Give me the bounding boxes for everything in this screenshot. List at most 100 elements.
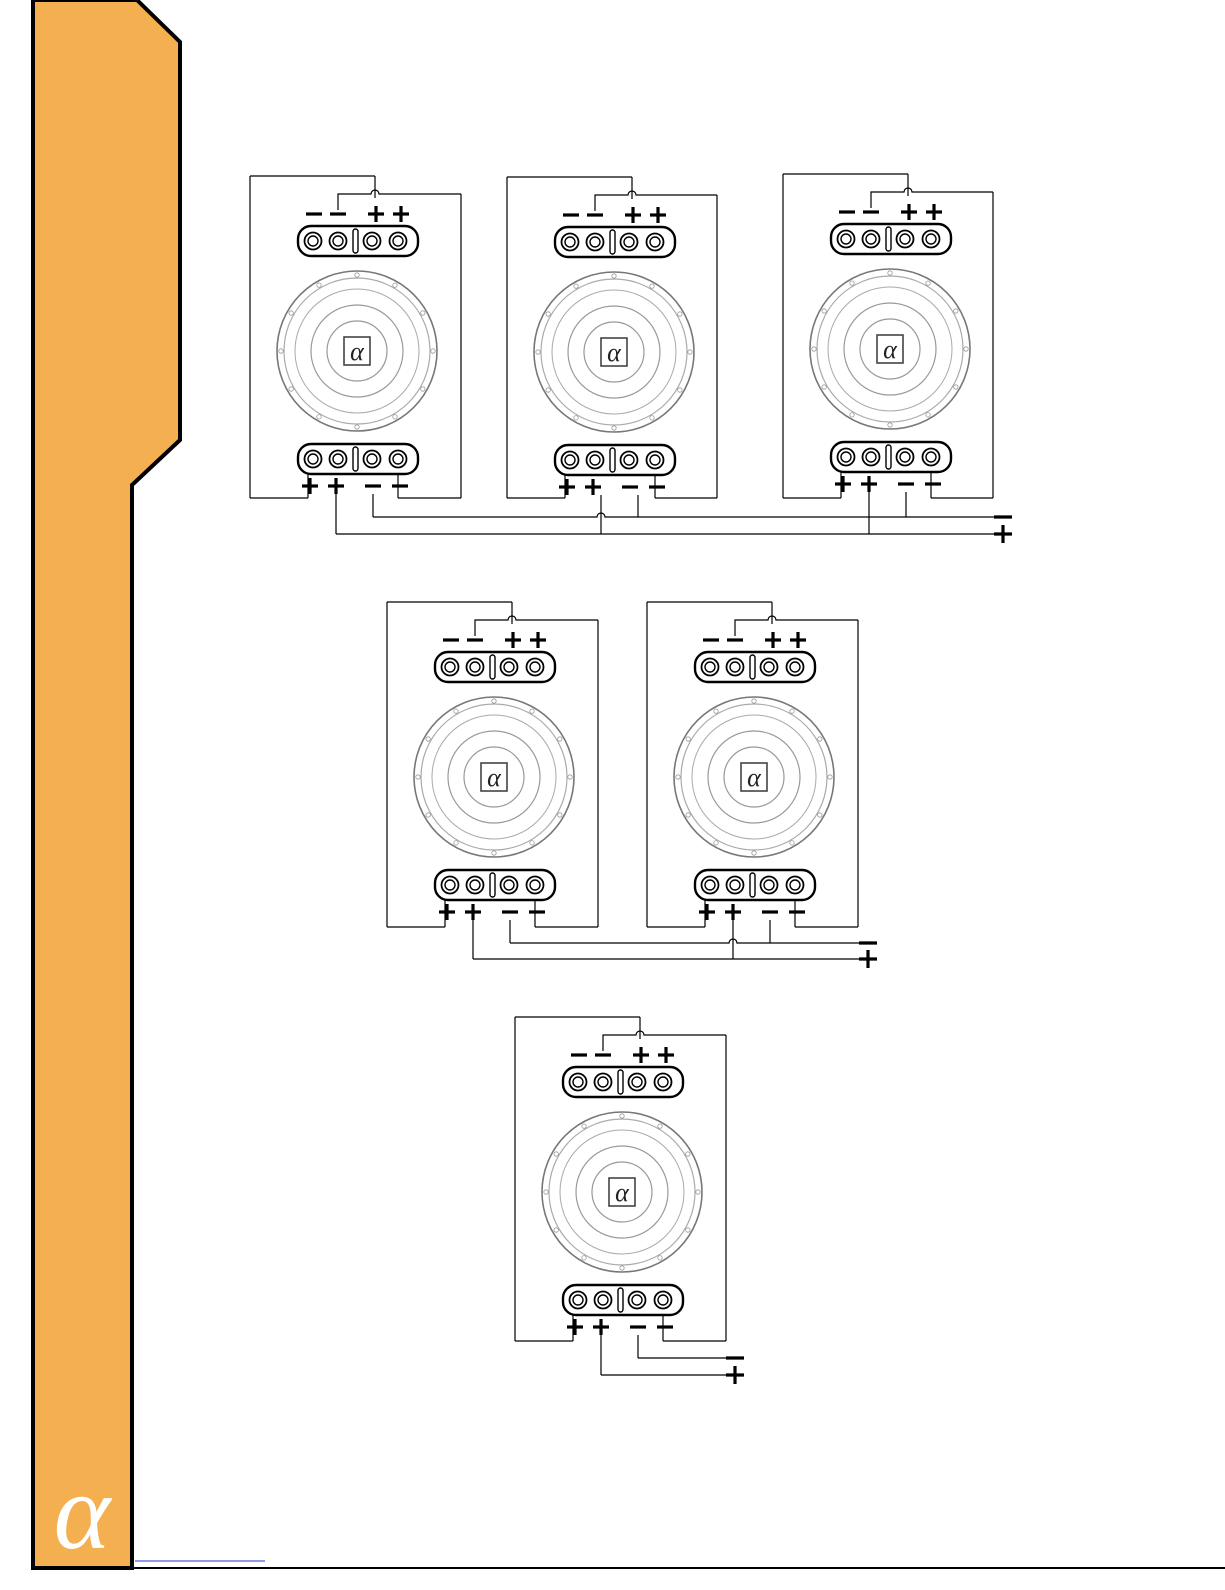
terminal-post-inner	[573, 1077, 583, 1087]
subwoofer-icon: α	[810, 269, 970, 429]
terminal-post-inner	[926, 234, 936, 244]
terminal-post-inner	[650, 237, 660, 247]
plus-sign-icon	[439, 904, 455, 920]
terminal-divider	[750, 873, 755, 897]
terminal-post-inner	[573, 1295, 583, 1305]
plus-sign-icon	[302, 478, 318, 494]
diagram-three-woofers: ααα	[250, 174, 1012, 543]
terminal-post-inner	[841, 452, 851, 462]
bottom-terminal-block	[555, 445, 675, 475]
plus-sign-icon	[725, 904, 741, 920]
terminal-post-inner	[530, 880, 540, 890]
terminal-post-inner	[590, 237, 600, 247]
terminal-post-inner	[445, 662, 455, 672]
terminal-post-inner	[308, 236, 318, 246]
terminal-post-inner	[632, 1077, 642, 1087]
plus-sign-icon	[699, 904, 715, 920]
plus-sign-icon	[835, 476, 851, 492]
woofer-cell-2: α	[507, 177, 717, 498]
plus-sign-icon	[593, 1319, 609, 1335]
subwoofer-icon: α	[542, 1112, 702, 1272]
crossover-wire	[510, 939, 868, 943]
terminal-post-inner	[764, 880, 774, 890]
terminal-post-inner	[790, 880, 800, 890]
terminal-post-inner	[764, 662, 774, 672]
alpha-logo-icon: α	[54, 1453, 113, 1572]
subwoofer-icon: α	[414, 697, 574, 857]
terminal-divider	[750, 655, 755, 679]
output-plus-sign-icon	[994, 525, 1012, 543]
bottom-terminal-block	[435, 870, 555, 900]
terminal-post-inner	[393, 236, 403, 246]
terminal-post-inner	[504, 662, 514, 672]
terminal-post-inner	[470, 662, 480, 672]
alpha-badge-icon: α	[487, 763, 502, 792]
plus-sign-icon	[559, 479, 575, 495]
plus-sign-icon	[658, 1047, 674, 1063]
terminal-post-inner	[367, 236, 377, 246]
woofer-cell-3: α	[783, 174, 993, 498]
subwoofer-icon: α	[674, 697, 834, 857]
terminal-post-inner	[705, 880, 715, 890]
terminal-divider	[618, 1070, 623, 1094]
subwoofer-icon: α	[534, 272, 694, 432]
terminal-post-inner	[565, 237, 575, 247]
jumper-wire	[871, 188, 993, 208]
terminal-post-inner	[900, 234, 910, 244]
alpha-badge-icon: α	[747, 763, 762, 792]
woofer-cell-1: α	[250, 176, 461, 498]
crossover-wire	[373, 513, 1003, 517]
alpha-badge-icon: α	[615, 1178, 630, 1207]
plus-sign-icon	[926, 204, 942, 220]
alpha-badge-icon: α	[350, 337, 365, 366]
terminal-post-inner	[866, 452, 876, 462]
plus-sign-icon	[567, 1319, 583, 1335]
woofer-cell-2: α	[647, 602, 858, 927]
top-terminal-block	[555, 227, 675, 257]
top-terminal-block	[831, 224, 951, 254]
plus-sign-icon	[861, 476, 877, 492]
plus-sign-icon	[625, 207, 641, 223]
terminal-post-inner	[393, 454, 403, 464]
plus-sign-icon	[901, 204, 917, 220]
bottom-terminal-block	[695, 870, 815, 900]
plus-sign-icon	[368, 206, 384, 222]
woofer-cell-1: α	[515, 1017, 726, 1341]
output-plus-sign-icon	[726, 1366, 744, 1384]
terminal-post-inner	[650, 455, 660, 465]
plus-sign-icon	[328, 478, 344, 494]
plus-sign-icon	[465, 904, 481, 920]
top-terminal-block	[695, 652, 815, 682]
output-plus-sign-icon	[859, 950, 877, 968]
top-terminal-block	[298, 226, 418, 256]
plus-sign-icon	[585, 479, 601, 495]
terminal-divider	[490, 655, 495, 679]
sidebar-panel	[33, 0, 180, 1568]
terminal-divider	[610, 230, 615, 254]
terminal-divider	[610, 448, 615, 472]
bottom-terminal-block	[298, 444, 418, 474]
alpha-badge-icon: α	[607, 338, 622, 367]
bottom-terminal-block	[563, 1285, 683, 1315]
diagram-one-woofer: α	[515, 1017, 744, 1384]
terminal-post-inner	[333, 454, 343, 464]
terminal-post-inner	[308, 454, 318, 464]
jumper-wire	[595, 191, 717, 211]
terminal-post-inner	[705, 662, 715, 672]
terminal-post-inner	[841, 234, 851, 244]
terminal-divider	[618, 1288, 623, 1312]
terminal-post-inner	[658, 1077, 668, 1087]
woofer-cell-1: α	[387, 602, 598, 927]
plus-sign-icon	[393, 206, 409, 222]
terminal-post-inner	[866, 234, 876, 244]
terminal-post-inner	[730, 880, 740, 890]
terminal-post-inner	[598, 1077, 608, 1087]
terminal-post-inner	[530, 662, 540, 672]
terminal-post-inner	[470, 880, 480, 890]
terminal-divider	[353, 229, 358, 253]
terminal-post-inner	[565, 455, 575, 465]
